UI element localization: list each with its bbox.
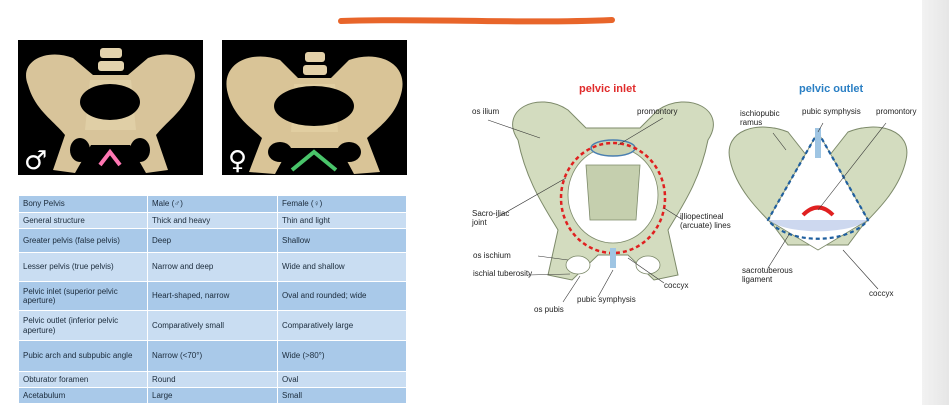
leader-lines [487,117,887,303]
table-cell: Small [277,387,407,404]
label-sacroiliac-joint: Sacro-iliac joint [472,209,510,227]
inlet-pelvis-drawing [512,101,714,281]
outlet-title: pelvic outlet [799,83,864,95]
table-header-cell: Male (♂) [147,195,278,213]
label-ischiopubic-ramus: ischiopubic ramus [740,109,780,127]
label-coccyx-outlet: coccyx [869,289,894,298]
table-cell: Pelvic inlet (superior pelvic aperture) [18,281,148,311]
table-row: Obturator foramen Round Oval [18,371,407,388]
table-cell: Comparatively large [277,310,407,341]
male-symbol: ♂ [24,146,48,175]
table-cell: Round [147,371,278,388]
table-row: Pelvic outlet (inferior pelvic aperture)… [18,310,407,341]
table-row: Pelvic inlet (superior pelvic aperture) … [18,281,407,311]
label-os-ischium: os ischium [473,251,511,260]
table-row: Acetabulum Large Small [18,387,407,404]
table-cell: Pelvic outlet (inferior pelvic aperture) [18,310,148,341]
inlet-title: pelvic inlet [579,83,636,95]
table-header-row: Bony Pelvis Male (♂) Female (♀) [18,195,407,213]
table-cell: Oval [277,371,407,388]
label-promontory: promontory [637,107,678,116]
female-symbol: ♀ [228,146,248,175]
table-cell: General structure [18,212,148,229]
label-promontory-outlet: promontory [876,107,917,116]
label-coccyx-inlet: coccyx [664,281,689,290]
table-cell: Narrow (<70°) [147,340,278,372]
label-os-pubis: os pubis [534,305,564,314]
female-pelvis-photo: ♀ [222,40,407,175]
table-cell: Greater pelvis (false pelvis) [18,228,148,253]
table-cell: Acetabulum [18,387,148,404]
table-row: Greater pelvis (false pelvis) Deep Shall… [18,228,407,253]
table-cell: Thick and heavy [147,212,278,229]
label-pubic-symphysis-inlet: pubic symphysis [577,295,636,304]
table-cell: Thin and light [277,212,407,229]
outlet-pelvis-drawing [728,126,908,251]
table-cell: Lesser pelvis (true pelvis) [18,252,148,282]
table-cell: Oval and rounded; wide [277,281,407,311]
table-cell: Obturator foramen [18,371,148,388]
page-edge [922,0,949,405]
table-cell: Deep [147,228,278,253]
table-header-cell: Female (♀) [277,195,407,213]
label-sacrotuberous-ligament: sacrotuberous ligament [742,266,793,284]
table-cell: Comparatively small [147,310,278,341]
label-ischial-tuberosity: ischial tuberosity [473,269,533,278]
pelvis-comparison-table: Bony Pelvis Male (♂) Female (♀) General … [18,195,407,404]
table-row: Pubic arch and subpubic angle Narrow (<7… [18,340,407,372]
table-row: General structure Thick and heavy Thin a… [18,212,407,229]
table-cell: Large [147,387,278,404]
table-cell: Heart-shaped, narrow [147,281,278,311]
table-row: Lesser pelvis (true pelvis) Narrow and d… [18,252,407,282]
male-pelvis-photo: ♂ [18,40,203,175]
label-iliopectineal-lines: illiopectineal (arcuate) lines [680,212,731,230]
table-header-cell: Bony Pelvis [18,195,148,213]
label-os-ilium: os ilium [472,107,500,116]
accent-line [338,17,615,25]
table-cell: Shallow [277,228,407,253]
table-cell: Pubic arch and subpubic angle [18,340,148,372]
table-cell: Wide (>80°) [277,340,407,372]
table-cell: Wide and shallow [277,252,407,282]
table-cell: Narrow and deep [147,252,278,282]
label-pubic-symphysis-outlet: pubic symphysis [802,107,861,116]
